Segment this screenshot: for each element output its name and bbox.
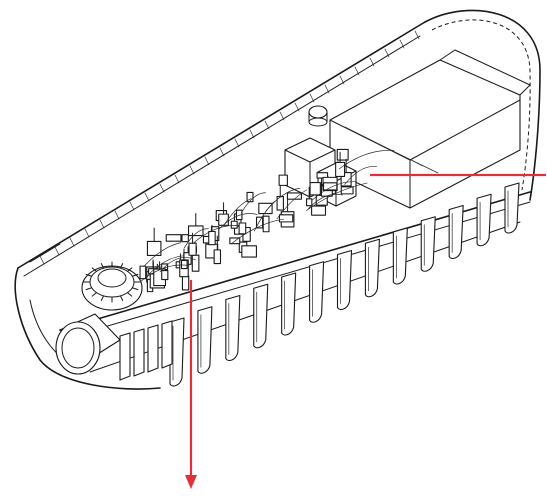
- component-part: [161, 270, 169, 281]
- fin-plate: [448, 204, 464, 260]
- fin-plate: [147, 324, 159, 373]
- fin-plate: [169, 317, 185, 387]
- component-part: [309, 182, 321, 196]
- fin-plate: [309, 261, 325, 323]
- component-part: [218, 213, 229, 226]
- callout-lines: [185, 173, 546, 489]
- fin-plate: [476, 193, 492, 247]
- fin-plate: [281, 272, 297, 336]
- component-part: [322, 182, 338, 191]
- component-part: [316, 172, 329, 179]
- component-part: [187, 225, 204, 237]
- fin-plate: [364, 238, 380, 298]
- component-part: [311, 205, 327, 216]
- arrowhead-icon: [185, 475, 197, 489]
- component-part: [246, 191, 254, 203]
- gear-assembly: [81, 261, 143, 311]
- fin-plate: [225, 294, 241, 362]
- fin-plate: [133, 328, 145, 377]
- component-part: [278, 174, 288, 186]
- component-part: [181, 275, 190, 291]
- component-part: [230, 220, 238, 229]
- fin-plate: [197, 306, 213, 374]
- component-part: [335, 161, 346, 177]
- component-part: [340, 186, 354, 195]
- component-part: [191, 254, 200, 272]
- component-part: [208, 230, 216, 246]
- component-part: [255, 216, 264, 229]
- fin-plate: [161, 320, 173, 369]
- component-part: [188, 242, 197, 256]
- component-part: [286, 192, 302, 200]
- component-part: [278, 214, 294, 223]
- cooling-fins: [119, 182, 520, 387]
- component-part: [258, 202, 273, 215]
- component-part: [238, 222, 247, 235]
- component-part: [242, 226, 251, 242]
- component-part: [165, 234, 182, 242]
- top-knob: [308, 105, 328, 127]
- enclosure-box: [329, 49, 531, 209]
- component-part: [336, 148, 349, 161]
- component-part: [235, 209, 243, 221]
- fin-plate: [420, 216, 436, 272]
- internal-components: [39, 30, 420, 293]
- fin-plate: [119, 332, 131, 381]
- component-part: [139, 265, 147, 280]
- cylinder-end: [55, 313, 121, 375]
- component-part: [213, 249, 222, 265]
- component-part: [181, 234, 189, 243]
- component-part: [241, 245, 257, 258]
- fin-plate: [392, 227, 408, 285]
- fin-plate: [504, 182, 520, 234]
- fin-plate: [253, 283, 269, 349]
- component-part: [180, 259, 188, 270]
- component-part: [306, 198, 313, 207]
- fin-plate: [336, 249, 353, 311]
